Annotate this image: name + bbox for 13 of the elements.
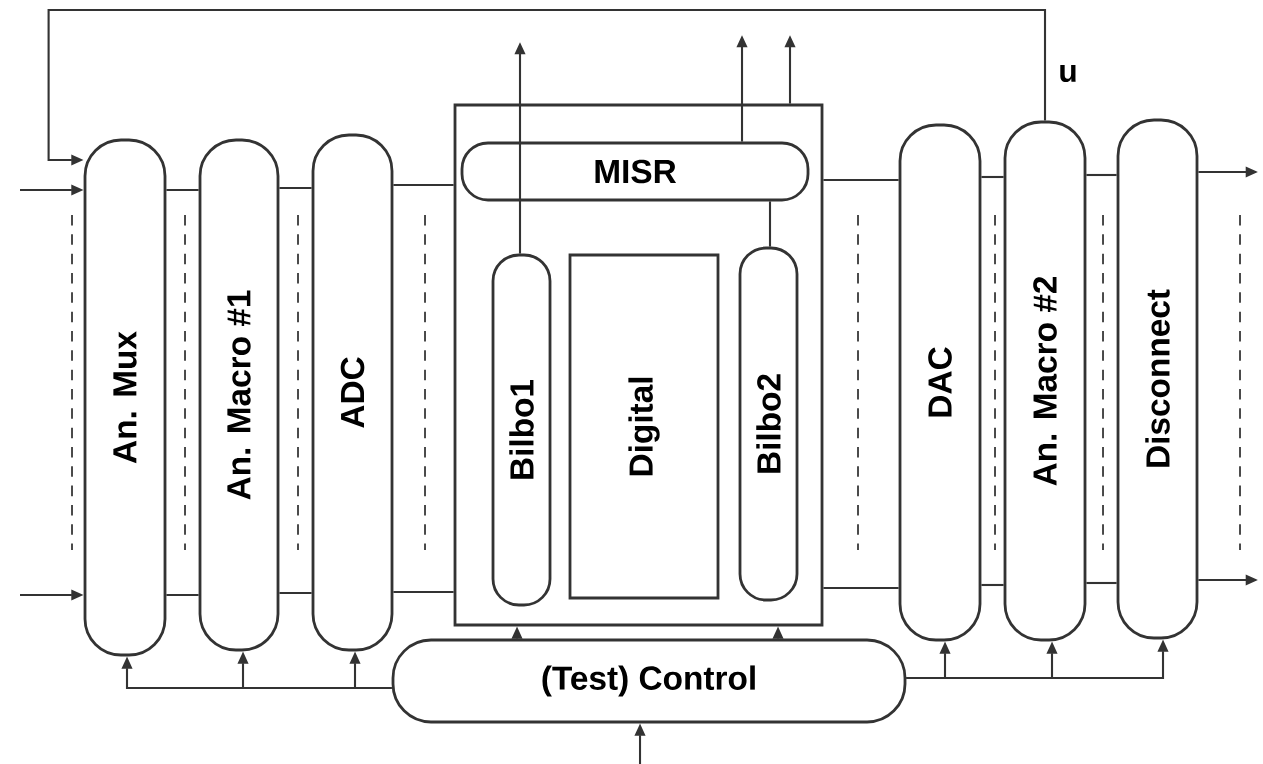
- module-pill: An. Macro #1: [198, 138, 280, 652]
- edge-label: u: [1056, 63, 1080, 84]
- register-pill: Bilbo1: [491, 253, 552, 607]
- misr-pill: MISR: [460, 141, 810, 202]
- module-pill: DAC: [898, 123, 982, 642]
- digital-block-frame: [453, 103, 824, 627]
- module-pill: ADC: [311, 133, 394, 652]
- module-pill: An. Macro #2: [1003, 120, 1087, 642]
- module-pill: Disconnect: [1116, 118, 1199, 640]
- logic-box: Digital: [568, 253, 720, 600]
- register-pill: Bilbo2: [738, 246, 799, 602]
- module-pill: An. Mux: [83, 138, 167, 657]
- control-pill: (Test) Control: [391, 638, 907, 724]
